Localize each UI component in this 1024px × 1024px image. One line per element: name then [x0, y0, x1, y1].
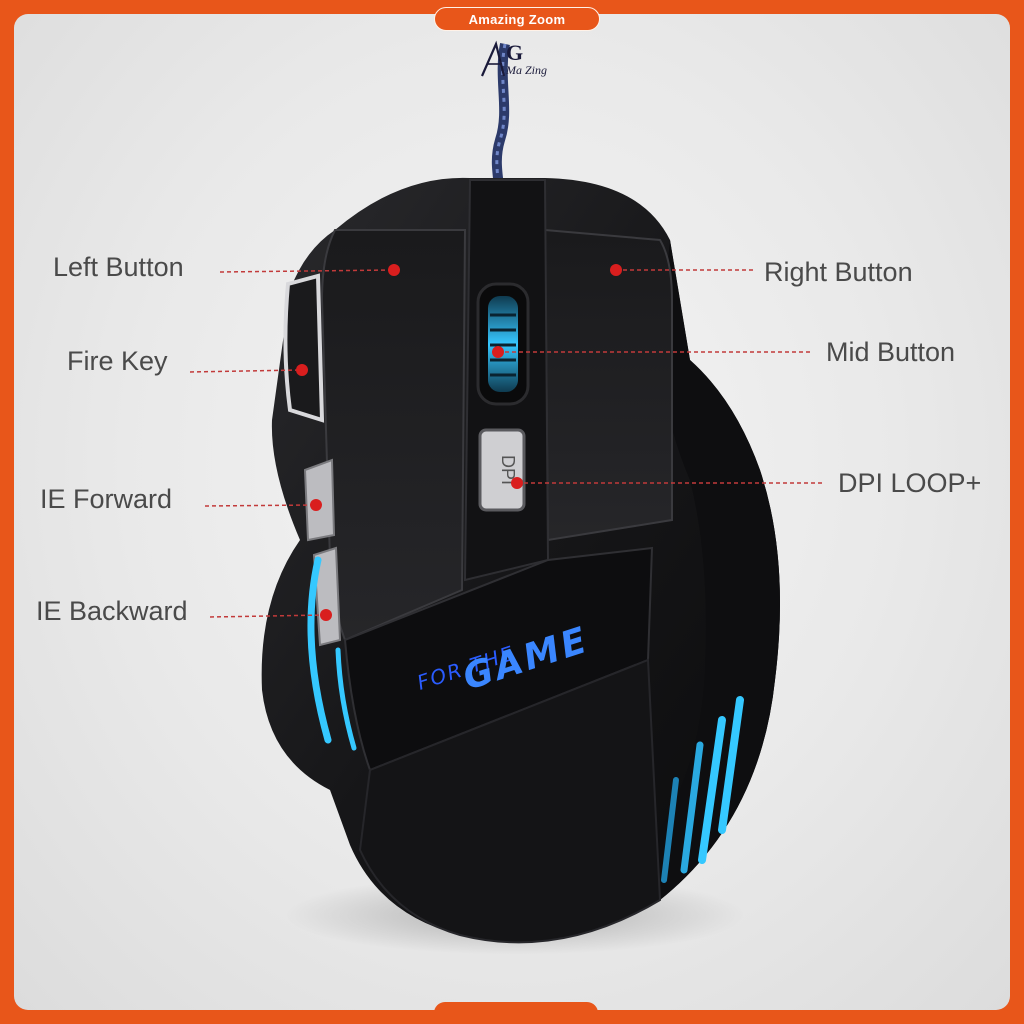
- callout-mid-button: Mid Button: [826, 337, 956, 367]
- callout-ie-forward: IE Forward: [40, 484, 173, 514]
- dpi-button-text: DPI: [498, 455, 518, 485]
- dot-mid-button: [492, 346, 504, 358]
- right-glow-strip-4: [661, 777, 679, 883]
- left-button: [320, 229, 467, 642]
- right-flank: [645, 240, 780, 900]
- right-button: [543, 228, 673, 542]
- wheel-grip: [490, 313, 516, 377]
- callout-left-button: Left Button: [53, 252, 184, 282]
- logo-a-stroke: [480, 40, 506, 77]
- dot-dpi-loop: [511, 477, 523, 489]
- dot-left-button: [388, 264, 400, 276]
- left-glow-strip-2: [335, 647, 357, 751]
- cable-weave: [495, 43, 507, 196]
- dot-ie-forward: [310, 499, 322, 511]
- right-glow-strip-3: [680, 741, 704, 874]
- callout-ie-backward: IE Backward: [36, 596, 188, 626]
- callout-right-button: Right Button: [764, 257, 913, 287]
- right-glow-strip-1: [718, 696, 744, 834]
- callout-lines: [189, 269, 822, 618]
- fire-key: [283, 273, 325, 423]
- brand-banner: Amazing Zoom: [434, 7, 600, 31]
- dot-right-button: [610, 264, 622, 276]
- logo-script: Ma Zing: [505, 63, 547, 77]
- callout-dots: [296, 264, 622, 621]
- callout-fire-key: Fire Key: [67, 346, 168, 376]
- palm-rest: [358, 658, 662, 944]
- logo-initial: G: [506, 40, 523, 65]
- dot-fire-key: [296, 364, 308, 376]
- brand-logo: G Ma Zing: [480, 40, 547, 77]
- left-glow-strip: [307, 556, 332, 744]
- bottom-tab: [434, 1002, 598, 1024]
- dot-ie-backward: [320, 609, 332, 621]
- right-glow-strip-2: [698, 716, 726, 864]
- callout-dpi-loop: DPI LOOP+: [838, 468, 982, 498]
- ie-forward-button: [303, 458, 336, 542]
- dpi-button: [478, 428, 526, 512]
